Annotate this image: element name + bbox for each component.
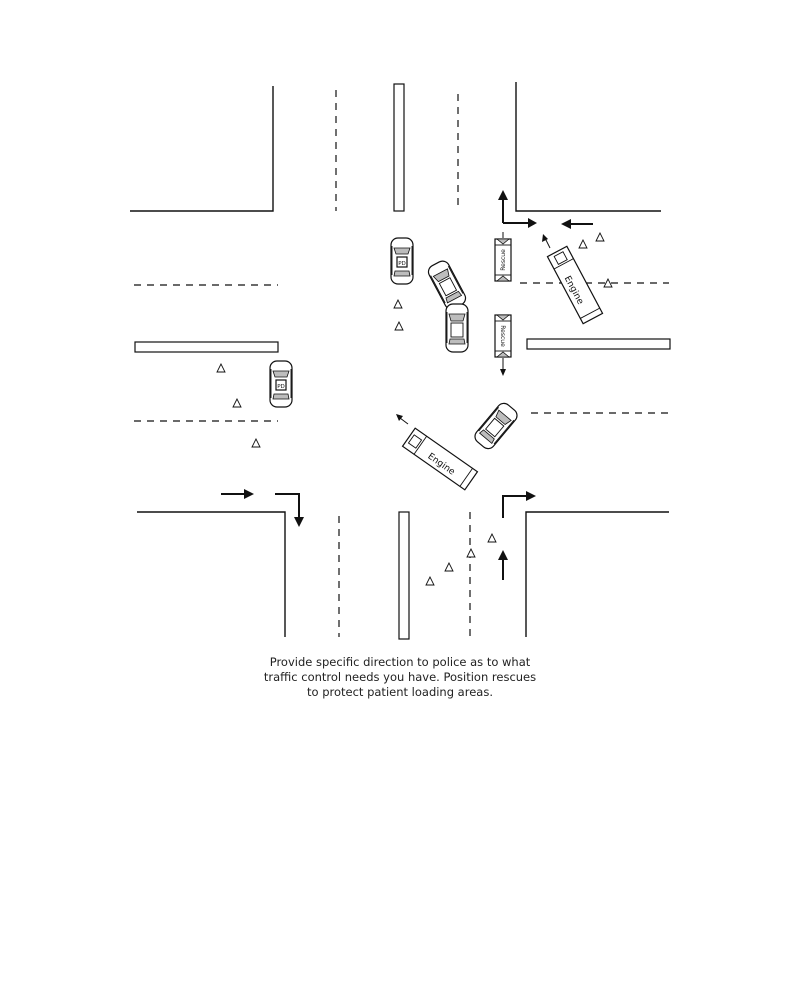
police-car-north: PD — [390, 237, 414, 285]
lane-markings — [134, 90, 674, 637]
cone-icon — [595, 231, 605, 242]
cone-icon — [425, 575, 435, 586]
vehicles: PD PD Rescue — [269, 232, 604, 491]
engine-east: Engine — [546, 245, 604, 325]
median-south — [398, 511, 410, 640]
engine-south-pointer — [399, 417, 409, 425]
cone-icon — [578, 238, 588, 249]
cone-icon — [444, 561, 454, 572]
cone-icon — [394, 320, 404, 331]
police-car-label: PD — [277, 384, 285, 390]
arrowhead-icon — [528, 218, 537, 228]
cone-icon — [603, 277, 613, 288]
arrow-west-turn-down — [275, 493, 300, 518]
arrowhead-icon — [294, 517, 304, 527]
curb-top-right — [515, 82, 661, 212]
cone-icon — [232, 397, 242, 408]
arrowhead-icon — [561, 219, 571, 229]
curb-bottom-left — [137, 511, 286, 637]
police-car-west: PD — [269, 360, 293, 408]
car-southeast — [471, 399, 521, 453]
arrowhead-icon — [244, 489, 254, 499]
cone-icon — [487, 532, 497, 543]
caption-line-3: to protect patient loading areas. — [307, 685, 493, 699]
traffic-cones — [216, 231, 613, 586]
rescue-north-label: Rescue — [500, 249, 507, 271]
rescue-south-label: Rescue — [499, 325, 506, 347]
crashed-car-upright — [445, 303, 469, 353]
police-car-label: PD — [398, 261, 406, 267]
arrowhead-icon — [500, 369, 506, 376]
median-west — [134, 341, 279, 353]
road-edges — [130, 82, 669, 637]
arrowhead-icon — [498, 190, 508, 200]
arrowhead-icon — [542, 234, 548, 242]
arrowhead-icon — [498, 550, 508, 560]
cone-icon — [216, 362, 226, 373]
cone-icon — [251, 437, 261, 448]
arrow-south-turn-right — [502, 495, 527, 518]
caption-line-1: Provide specific direction to police as … — [269, 655, 531, 669]
rescue-south: Rescue — [494, 314, 512, 358]
curb-top-left — [130, 86, 274, 212]
medians — [134, 83, 671, 640]
cone-icon — [466, 547, 476, 558]
engine-south: Engine — [401, 427, 479, 491]
diagram-caption: Provide specific direction to police as … — [200, 655, 600, 700]
arrowhead-icon — [526, 491, 536, 501]
cone-icon — [393, 298, 403, 309]
median-north — [393, 83, 405, 212]
curb-bottom-right — [525, 511, 669, 637]
rescue-north: Rescue — [494, 238, 512, 282]
caption-line-2: traffic control needs you have. Position… — [263, 670, 537, 684]
arrowhead-icon — [396, 414, 403, 421]
median-east — [526, 338, 671, 350]
traffic-arrows — [221, 190, 593, 580]
